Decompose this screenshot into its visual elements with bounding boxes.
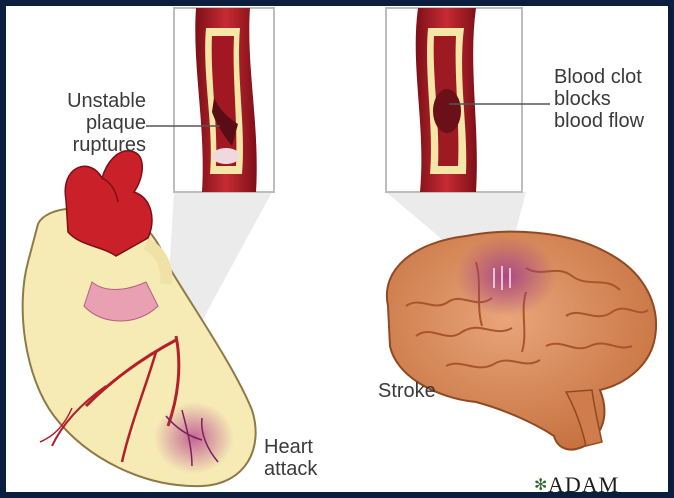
label-plaque-ruptures: Unstable plaque ruptures	[36, 90, 146, 156]
adam-logo-icon: ✻	[534, 475, 547, 492]
inset-blood-clot	[386, 8, 522, 192]
brain-illustration	[387, 232, 656, 450]
adam-logo: ADAM	[548, 472, 619, 492]
label-blood-clot: Blood clot blocks blood flow	[554, 66, 644, 132]
label-stroke: Stroke	[378, 380, 436, 402]
inset-plaque-rupture	[174, 8, 274, 192]
label-heart-attack: Heart attack	[264, 436, 317, 480]
diagram-canvas: ✻ Unstable plaque ruptures Blood clot bl…	[6, 6, 668, 492]
